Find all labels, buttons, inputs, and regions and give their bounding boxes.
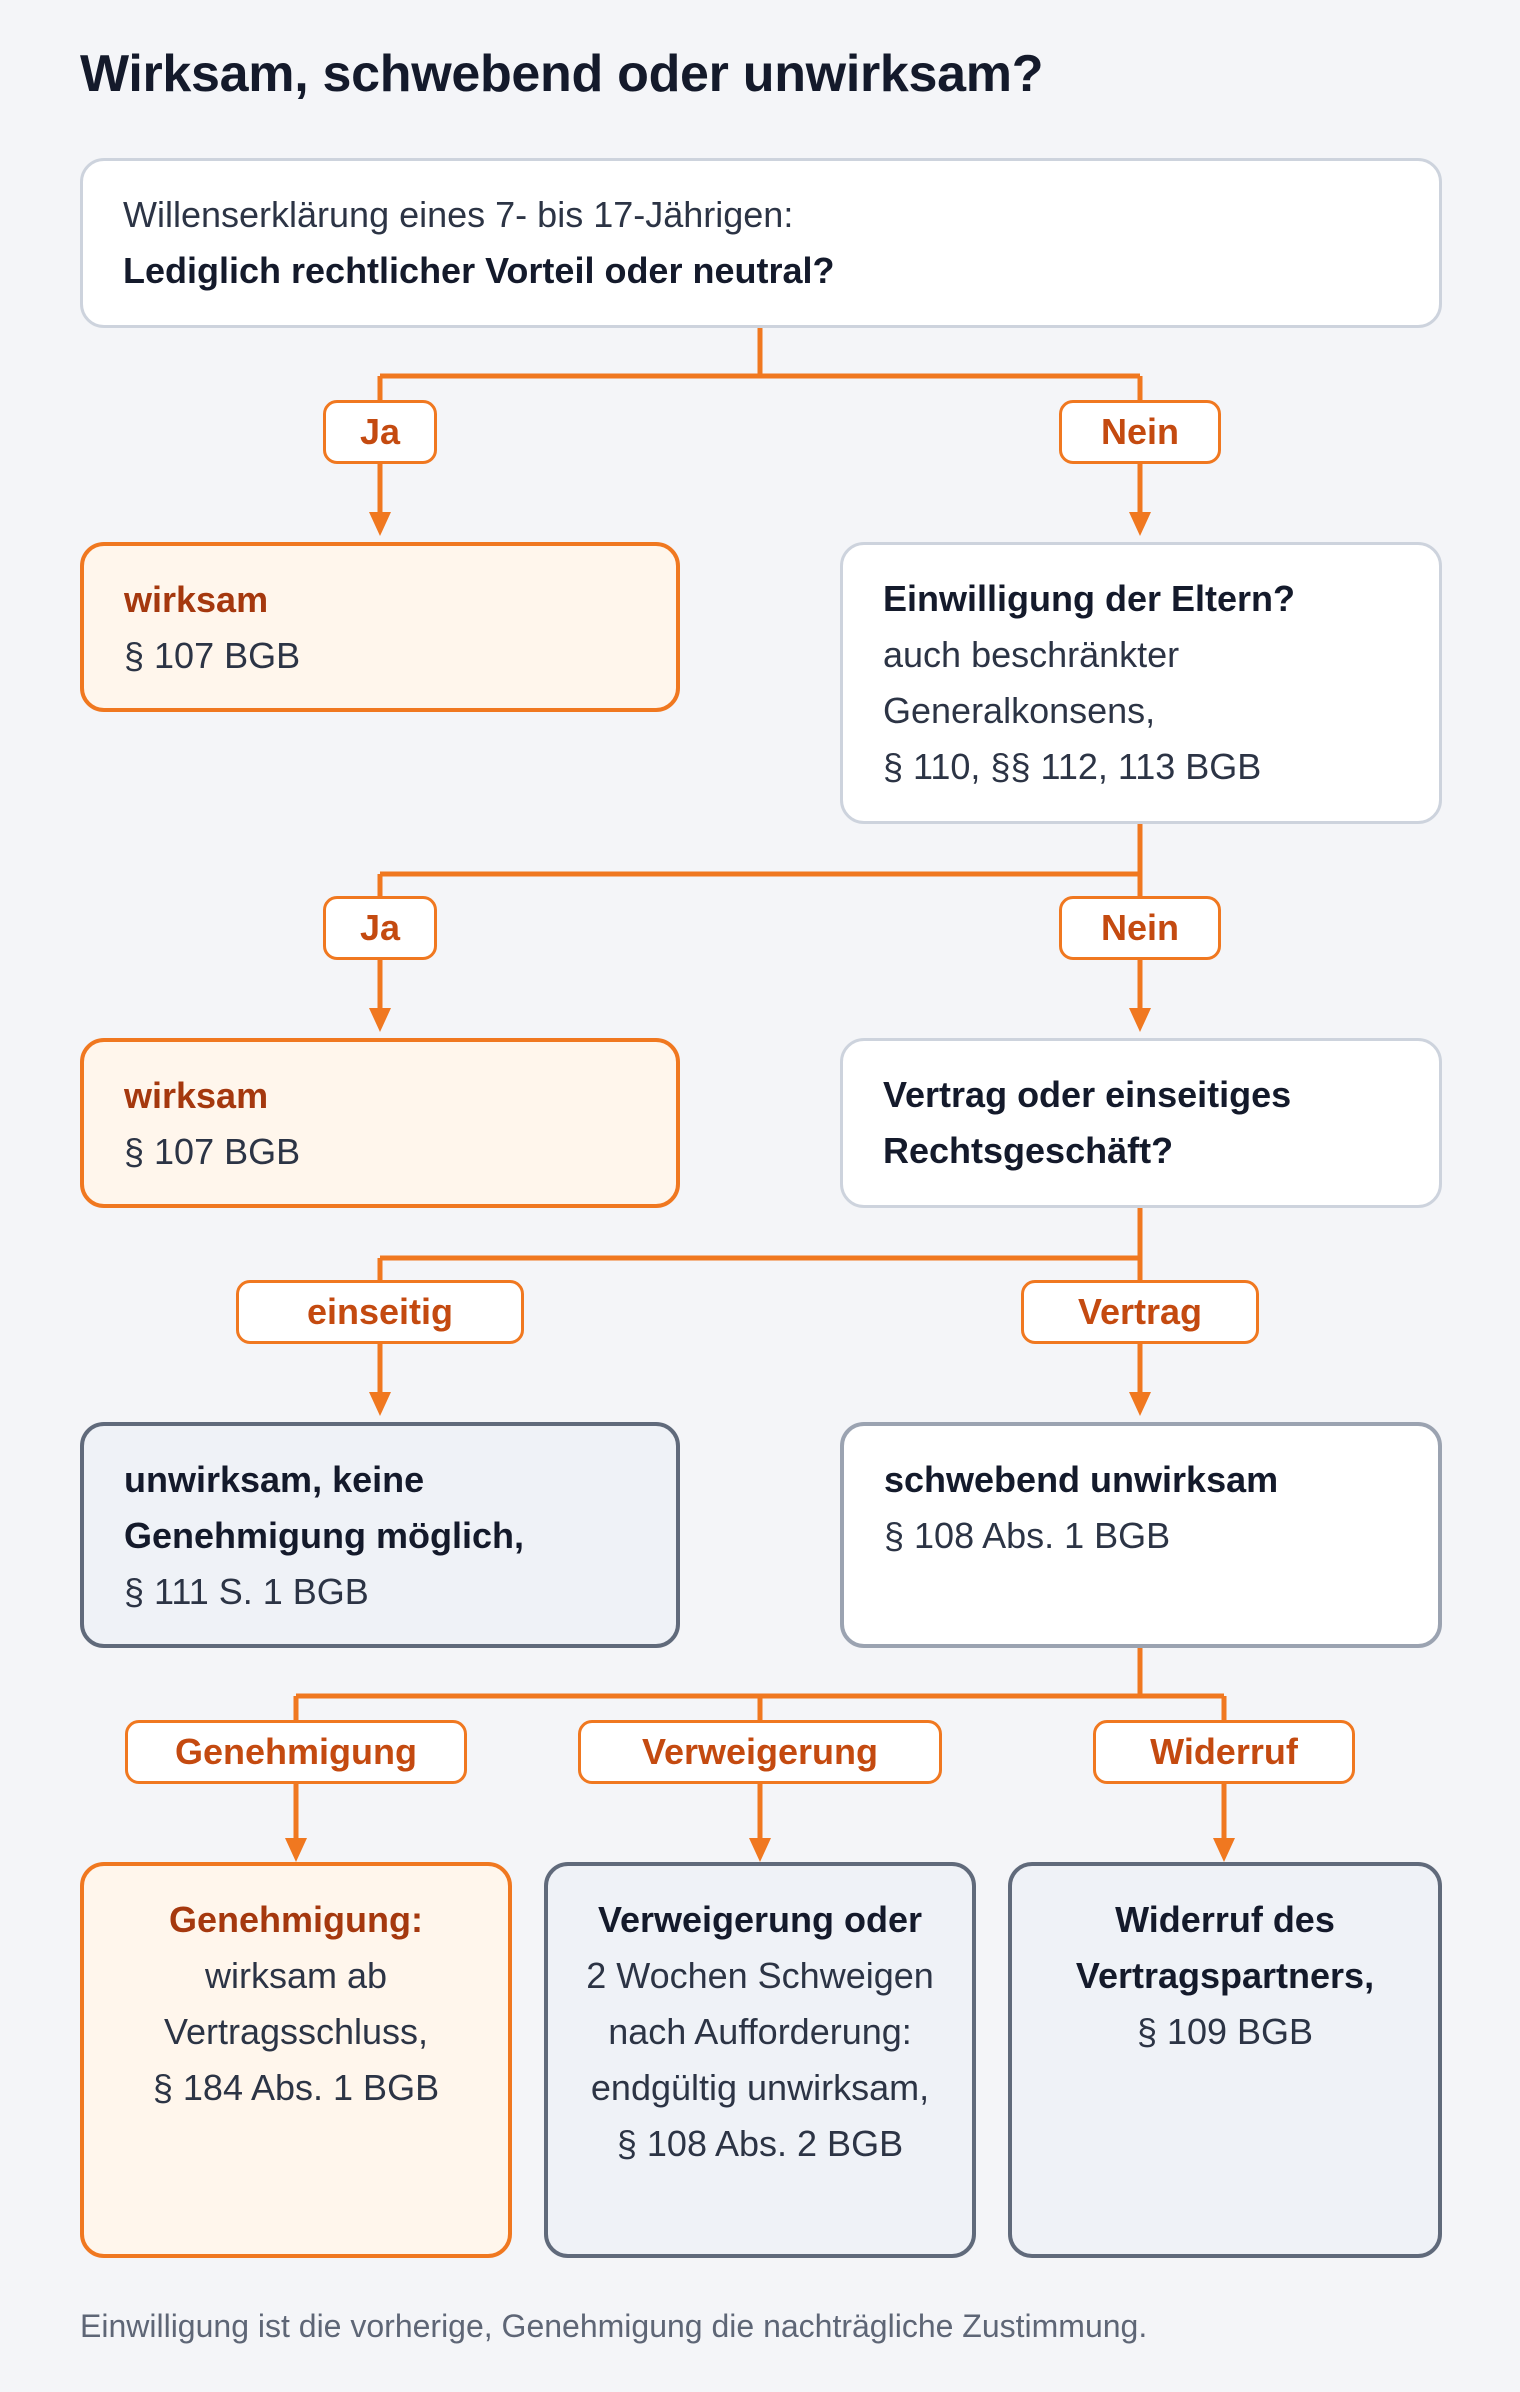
- start-question-line2: Lediglich rechtlicher Vorteil oder neutr…: [123, 250, 835, 291]
- result-void-line1: unwirksam, keine: [124, 1459, 425, 1500]
- start-question-line1: Willenserklärung eines 7- bis 17-Jährige…: [123, 194, 794, 235]
- outcome-approval-title: Genehmigung:: [169, 1899, 423, 1940]
- branch1-no-label: Nein: [1059, 400, 1221, 464]
- outcome-refusal-line4: § 108 Abs. 2 BGB: [616, 2123, 904, 2164]
- parental-consent-question-box: Einwilligung der Eltern? auch beschränkt…: [840, 542, 1442, 824]
- branch3-contract-label: Vertrag: [1021, 1280, 1259, 1344]
- outcome-revocation-box: Widerruf des Vertragspartners, § 109 BGB: [1008, 1862, 1442, 2258]
- parental-consent-line2: Generalkonsens,: [883, 690, 1156, 731]
- outcome-refusal-line3: endgültig unwirksam,: [590, 2067, 930, 2108]
- outcome-refusal-title: Verweigerung oder: [597, 1899, 923, 1940]
- result-effective-title-2: wirksam: [124, 1075, 269, 1116]
- contract-type-line2: Rechtsgeschäft?: [883, 1130, 1174, 1171]
- result-void-line2: Genehmigung möglich,: [124, 1515, 525, 1556]
- outcome-revocation-ref: § 109 BGB: [1136, 2011, 1314, 2052]
- start-question-box: Willenserklärung eines 7- bis 17-Jährige…: [80, 158, 1442, 328]
- contract-type-line1: Vertrag oder einseitiges: [883, 1074, 1292, 1115]
- result-pending-title: schwebend unwirksam: [884, 1459, 1279, 1500]
- branch2-yes-label: Ja: [323, 896, 437, 960]
- outcome-refusal-box: Verweigerung oder 2 Wochen Schweigen nac…: [544, 1862, 976, 2258]
- result-void-unilateral-box: unwirksam, keine Genehmigung möglich, § …: [80, 1422, 680, 1648]
- parental-consent-line1: auch beschränkter: [883, 634, 1180, 675]
- parental-consent-line3: § 110, §§ 112, 113 BGB: [883, 746, 1262, 787]
- branch4-approval-label: Genehmigung: [125, 1720, 467, 1784]
- result-effective-ref-1: § 107 BGB: [124, 635, 301, 676]
- contract-type-question-box: Vertrag oder einseitiges Rechtsgeschäft?: [840, 1038, 1442, 1208]
- outcome-approval-line1: wirksam ab: [204, 1955, 388, 1996]
- outcome-refusal-line2: nach Aufforderung:: [608, 2011, 912, 2052]
- outcome-approval-box: Genehmigung: wirksam ab Vertragsschluss,…: [80, 1862, 512, 2258]
- result-effective-box-1: wirksam § 107 BGB: [80, 542, 680, 712]
- outcome-revocation-line1: Widerruf des: [1115, 1899, 1335, 1940]
- result-effective-title-1: wirksam: [124, 579, 269, 620]
- page-title: Wirksam, schwebend oder unwirksam?: [80, 45, 1044, 103]
- footnote: Einwilligung ist die vorherige, Genehmig…: [80, 2308, 1148, 2344]
- parental-consent-title: Einwilligung der Eltern?: [883, 578, 1296, 619]
- result-void-ref: § 111 S. 1 BGB: [124, 1571, 369, 1612]
- outcome-approval-line3: § 184 Abs. 1 BGB: [152, 2067, 440, 2108]
- branch4-refusal-label: Verweigerung: [578, 1720, 942, 1784]
- result-pending-ref: § 108 Abs. 1 BGB: [884, 1515, 1171, 1556]
- branch1-yes-label: Ja: [323, 400, 437, 464]
- result-effective-box-2: wirksam § 107 BGB: [80, 1038, 680, 1208]
- outcome-revocation-line2: Vertragspartners,: [1075, 1955, 1375, 1996]
- branch2-no-label: Nein: [1059, 896, 1221, 960]
- result-effective-ref-2: § 107 BGB: [124, 1131, 301, 1172]
- branch4-revocation-label: Widerruf: [1093, 1720, 1355, 1784]
- outcome-approval-line2: Vertragsschluss,: [163, 2011, 429, 2052]
- branch3-unilateral-label: einseitig: [236, 1280, 524, 1344]
- result-pending-box: schwebend unwirksam § 108 Abs. 1 BGB: [840, 1422, 1442, 1648]
- outcome-refusal-line1: 2 Wochen Schweigen: [586, 1955, 934, 1996]
